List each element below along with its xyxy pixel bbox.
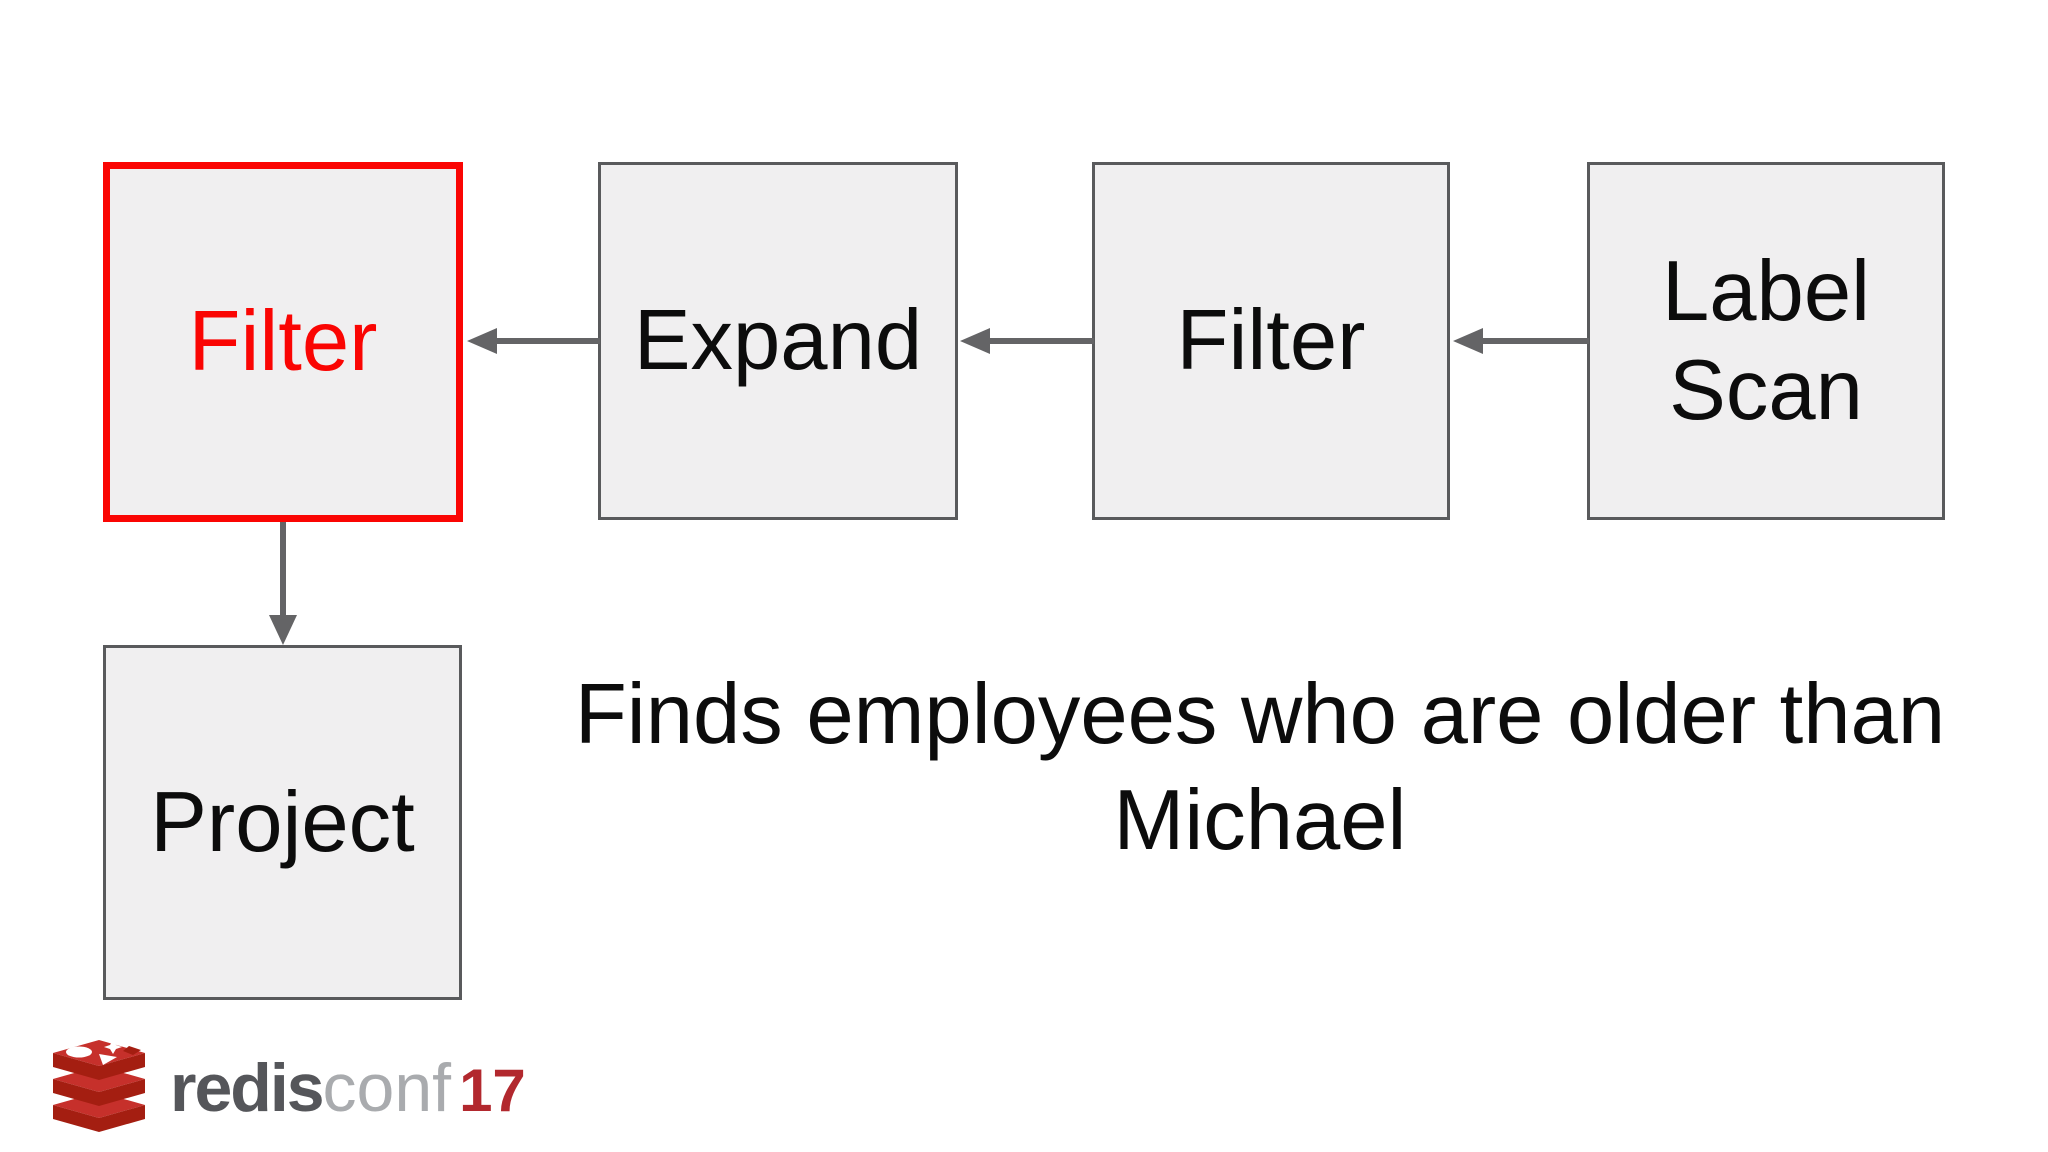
node-label-scan-label: Label Scan: [1662, 243, 1870, 438]
arrow-labelscan-to-filter-head-icon: [1453, 328, 1483, 354]
node-filter-highlighted-label: Filter: [188, 294, 378, 390]
logo-suffix-text: conf: [322, 1050, 452, 1126]
node-expand-label: Expand: [633, 293, 923, 389]
node-project-label: Project: [150, 774, 415, 870]
caption-line-1: Finds employees who are older than: [574, 667, 1946, 762]
node-label-scan: Label Scan: [1587, 162, 1945, 520]
arrow-filter-to-expand-head-icon: [960, 328, 990, 354]
node-filter: Filter: [1092, 162, 1450, 520]
redis-cube-icon: [53, 1040, 145, 1132]
logo-year-text: 17: [459, 1057, 526, 1124]
arrow-filter-to-project-line: [280, 522, 286, 617]
arrow-labelscan-to-filter-line: [1480, 338, 1589, 344]
caption: Finds employees who are older than Micha…: [560, 662, 1960, 875]
caption-line-2: Michael: [1113, 773, 1407, 869]
node-filter-highlighted: Filter: [103, 162, 463, 522]
arrow-filter-to-expand-line: [987, 338, 1094, 344]
logo-brand-text: redis: [170, 1050, 325, 1126]
arrow-expand-to-filter-line: [494, 338, 600, 344]
node-filter-label: Filter: [1176, 293, 1366, 389]
node-project: Project: [103, 645, 462, 1000]
arrow-filter-to-project-head-icon: [269, 615, 297, 645]
node-expand: Expand: [598, 162, 958, 520]
arrow-expand-to-filter-head-icon: [467, 328, 497, 354]
